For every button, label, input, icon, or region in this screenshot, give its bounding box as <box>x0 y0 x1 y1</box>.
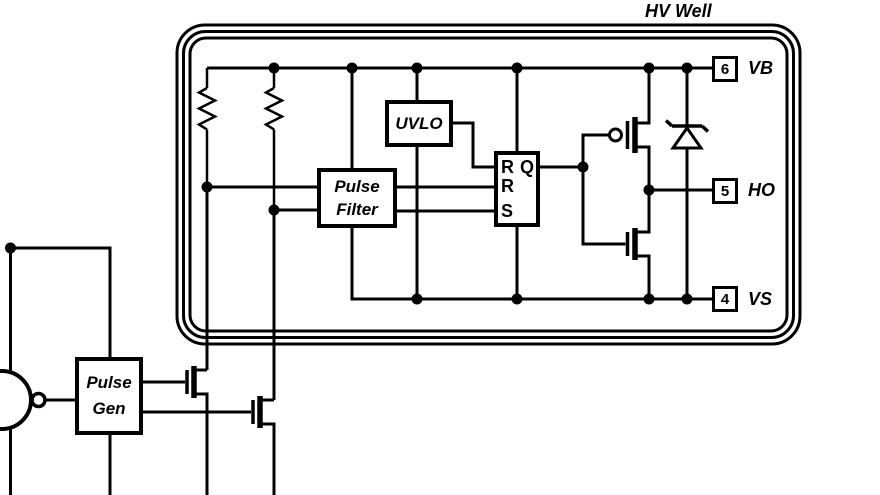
junction-dot <box>511 62 523 74</box>
pulse-filter-label-1: Pulse <box>334 177 380 196</box>
junction-dot <box>511 293 523 305</box>
nand-gate <box>0 369 75 431</box>
q-to-pmos-wire <box>581 133 609 167</box>
resistor-2 <box>263 68 285 210</box>
pulse-gen-label-1: Pulse <box>86 373 132 392</box>
hv-well-title: HV Well <box>645 1 712 21</box>
junction-dot <box>643 184 655 196</box>
level-shift-nmos-2 <box>143 396 276 495</box>
junction-dot <box>577 161 589 173</box>
junction-dots <box>5 62 693 305</box>
uvlo-output-wire <box>453 121 494 169</box>
vs-rail-wire <box>350 228 712 301</box>
junction-dot <box>681 62 693 74</box>
pmos-output-transistor <box>608 68 651 190</box>
junction-dot <box>643 293 655 305</box>
junction-dot <box>5 242 16 254</box>
pin-vb-label: VB <box>748 58 774 78</box>
rs-latch-block: R R S Q <box>494 151 540 227</box>
hv-well-border <box>175 23 802 346</box>
latch-input-r1: R <box>501 157 514 177</box>
junction-dot <box>643 62 655 74</box>
pin-4-number: 4 <box>720 290 730 308</box>
junction-dot <box>411 293 423 305</box>
pulse-gen-label-2: Gen <box>92 399 126 418</box>
nmos-output-transistor <box>625 190 651 299</box>
junction-dot <box>346 62 358 74</box>
pin-5-box: 5 <box>712 178 738 204</box>
latch-output-q: Q <box>519 157 534 177</box>
resistor-1 <box>196 68 218 187</box>
uvlo-block: UVLO <box>385 100 453 147</box>
uvlo-label: UVLO <box>395 114 443 133</box>
pin-5-number: 5 <box>720 182 730 200</box>
pin-6-number: 6 <box>720 60 730 78</box>
zener-diode <box>664 68 710 299</box>
latch-input-r2: R <box>501 176 514 196</box>
q-to-nmos-wire <box>581 167 626 246</box>
pin-vs-label: VS <box>748 289 773 309</box>
pulse-gen-block: Pulse Gen <box>75 357 143 435</box>
pulse-filter-label-2: Filter <box>336 200 378 219</box>
input-branch-wire <box>10 246 112 357</box>
junction-dot <box>411 62 423 74</box>
junction-dot <box>268 204 280 216</box>
latch-input-s: S <box>501 201 514 221</box>
pin-ho-label: HO <box>748 180 775 200</box>
junction-dot <box>201 181 213 193</box>
junction-dot <box>681 293 693 305</box>
pin-6-box: 6 <box>712 56 738 82</box>
pin-4-box: 4 <box>712 286 738 312</box>
level-shift-nmos-1 <box>143 366 209 495</box>
junction-dot <box>268 62 280 74</box>
pulse-filter-block: Pulse Filter <box>317 168 397 228</box>
